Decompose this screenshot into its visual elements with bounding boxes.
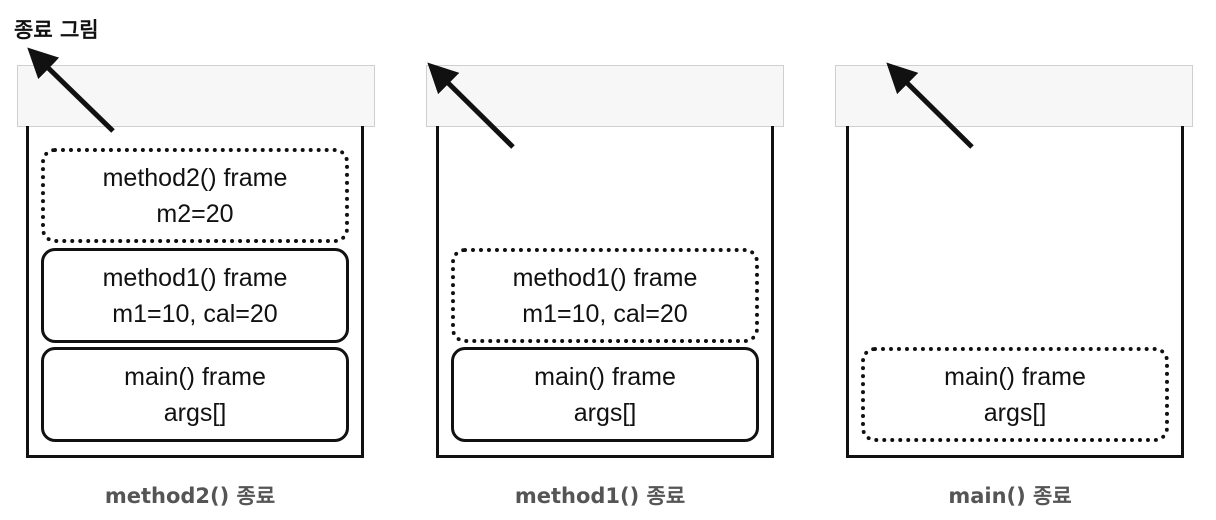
frame-vars: m2=20: [156, 199, 234, 228]
stack-container: [436, 126, 774, 458]
stack-frame: main() frame args[]: [451, 347, 759, 442]
stack-caption: main() 종료: [948, 484, 1072, 508]
frame-vars: args[]: [573, 398, 637, 427]
frame-vars: args[]: [983, 398, 1047, 427]
pop-arrow-icon: [886, 62, 974, 149]
stack-caption: method1() 종료: [514, 484, 686, 508]
frame-name: main() frame: [534, 362, 676, 391]
stack-caption: method2() 종료: [104, 484, 276, 508]
stack-frame: method2() frame m2=20: [41, 148, 349, 243]
frame-name: main() frame: [124, 362, 266, 391]
stack-method2-ended: method2() frame m2=20 method1() frame m1…: [10, 0, 375, 520]
frame-vars: m1=10, cal=20: [522, 299, 688, 328]
stack-frame: main() frame args[]: [861, 347, 1169, 442]
stack-container: [846, 126, 1184, 458]
frame-name: main() frame: [944, 362, 1086, 391]
pop-arrow-icon: [27, 47, 115, 133]
stack-frame: main() frame args[]: [41, 347, 349, 442]
frame-name: method2() frame: [102, 163, 288, 192]
pop-arrow-icon: [427, 62, 515, 149]
stack-lid: [426, 65, 784, 127]
frame-vars: m1=10, cal=20: [112, 299, 278, 328]
stack-frame: method1() frame m1=10, cal=20: [41, 248, 349, 343]
stack-method1-ended: method1() frame m1=10, cal=20 main() fra…: [420, 0, 784, 520]
frame-name: method1() frame: [512, 263, 698, 292]
frame-name: method1() frame: [102, 263, 288, 292]
stack-frame: method1() frame m1=10, cal=20: [451, 248, 759, 343]
diagram-title: 종료 그림: [14, 18, 99, 42]
frame-vars: args[]: [163, 398, 227, 427]
stack-container: [26, 126, 364, 458]
